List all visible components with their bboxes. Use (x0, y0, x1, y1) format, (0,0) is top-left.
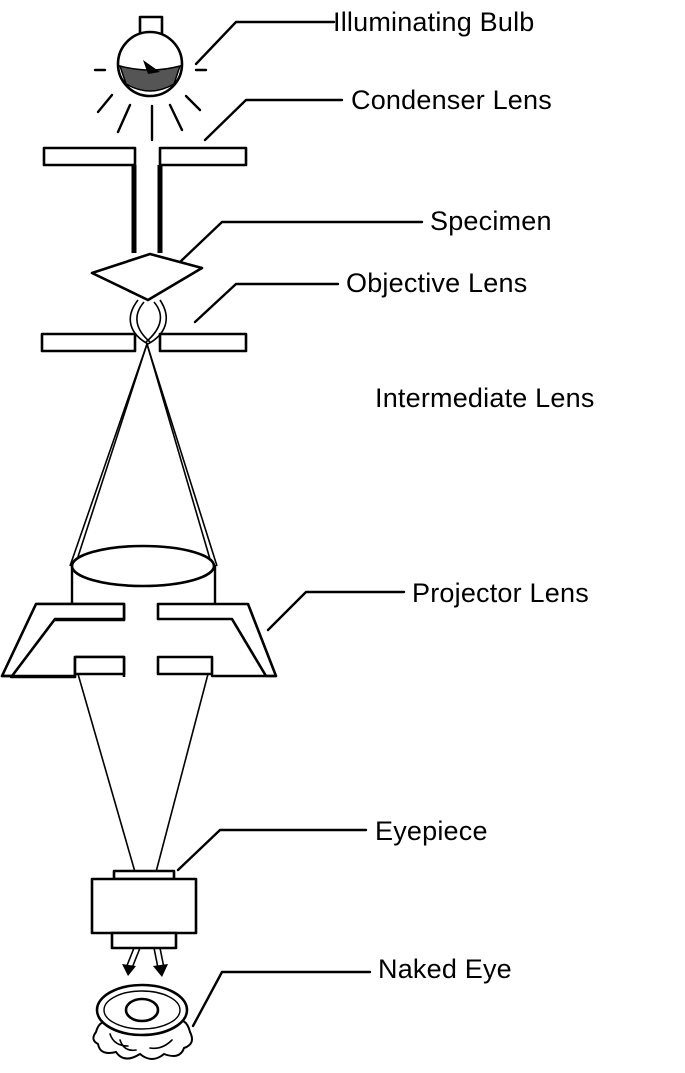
naked-eye (92, 983, 193, 1060)
label-projector-lens: Projector Lens (412, 578, 589, 608)
projector-lens-housing (0, 602, 278, 679)
eye-arrows (122, 947, 168, 977)
leader-lines (176, 20, 424, 1028)
light-rays (93, 68, 208, 142)
intermediate-rays (69, 343, 218, 567)
objective-plate (40, 332, 248, 353)
label-illuminating-bulb: Illuminating Bulb (333, 7, 535, 37)
specimen-shape (90, 252, 204, 302)
objective-rays (129, 299, 168, 345)
eyepiece-rays (77, 673, 209, 873)
eyepiece-body (90, 869, 198, 950)
intermediate-lens (70, 544, 217, 608)
label-objective-lens: Objective Lens (346, 268, 527, 298)
label-intermediate-lens: Intermediate Lens (375, 383, 595, 413)
label-eyepiece: Eyepiece (375, 816, 488, 846)
condenser-assembly (42, 146, 248, 253)
label-specimen: Specimen (430, 206, 552, 236)
illuminating-bulb (116, 15, 184, 98)
label-naked-eye: Naked Eye (378, 954, 512, 984)
label-condenser-lens: Condenser Lens (351, 85, 552, 115)
